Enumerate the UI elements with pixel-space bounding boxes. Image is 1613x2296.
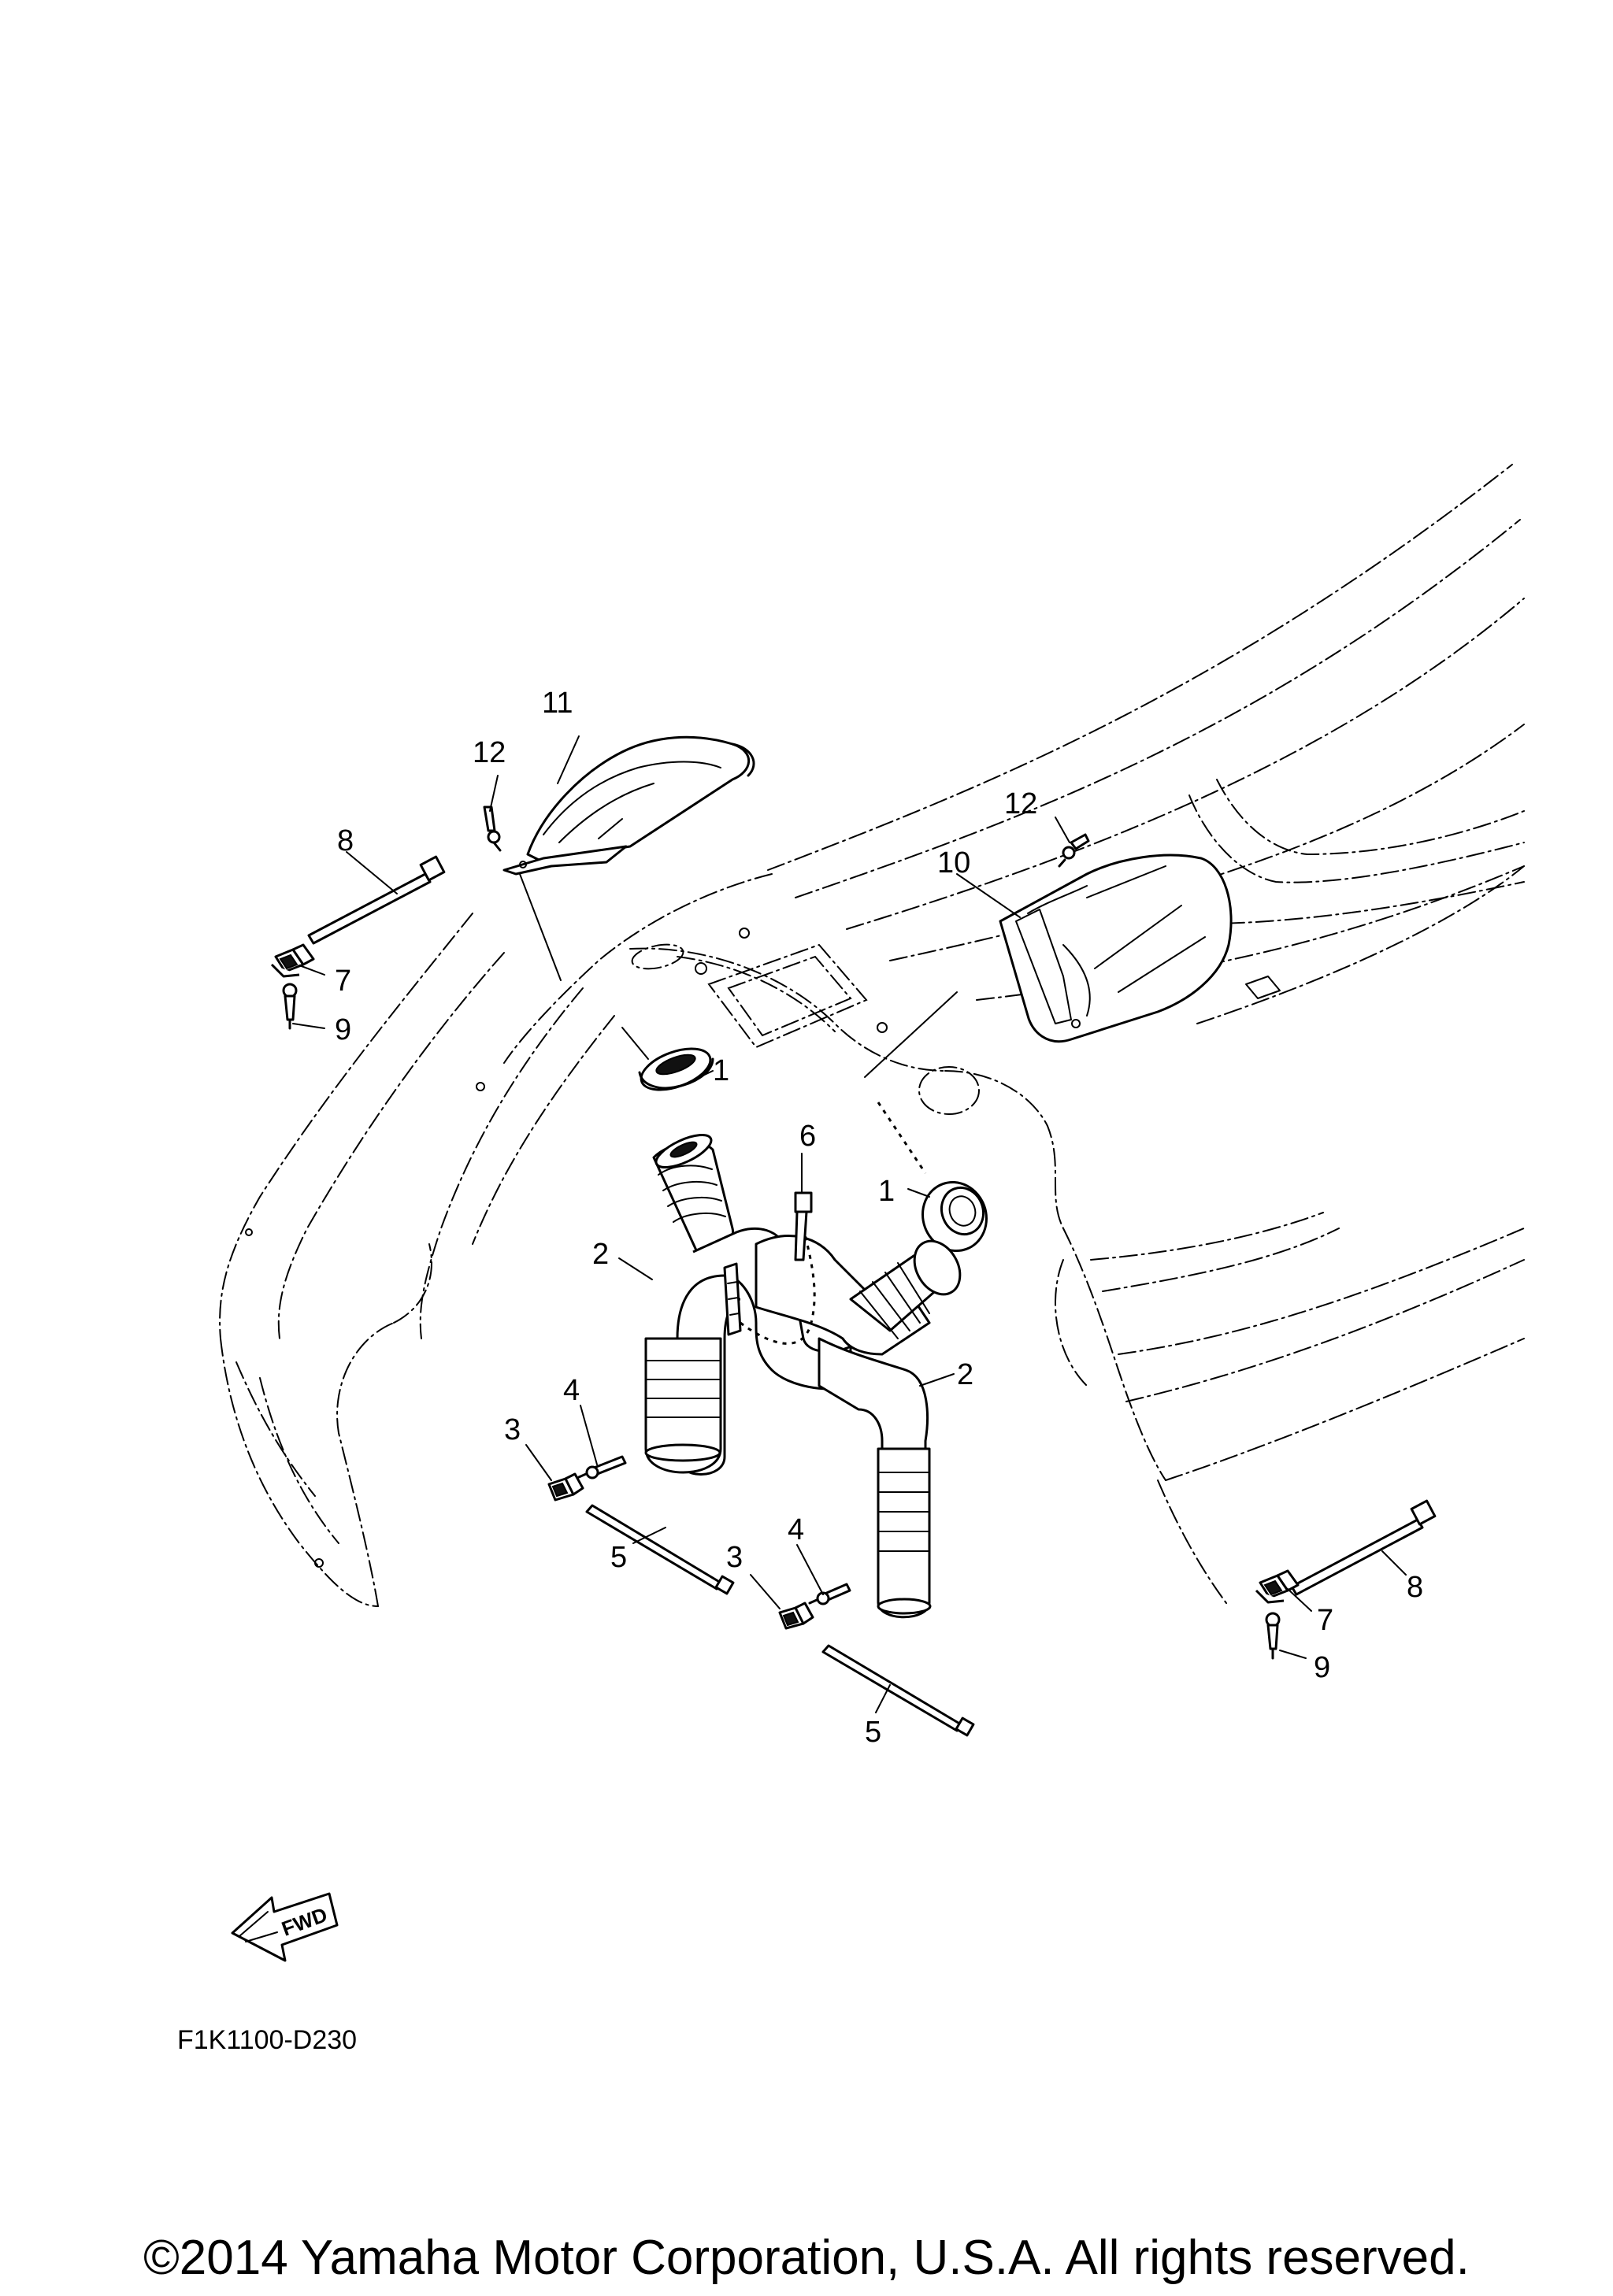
callout-5-left: 5 [610,1541,627,1574]
callout-9-left: 9 [335,1013,351,1046]
part-9-rivet-right [1265,1612,1281,1660]
callout-7-left: 7 [335,965,351,998]
part-4-rivet-center [808,1583,851,1605]
callout-1-left: 1 [713,1054,729,1087]
callout-8-right: 8 [1407,1571,1423,1604]
part-2-hose-left [644,1134,852,1476]
part-1-grommet-left [621,1027,714,1091]
drawing-code: F1K1100-D230 [177,2025,357,2055]
callout-5-center: 5 [865,1716,881,1749]
callout-9-right: 9 [1314,1651,1330,1684]
part-5-band-left [585,1504,735,1595]
part-5-band-center [821,1644,975,1737]
part-7-clip-right [1255,1569,1300,1604]
hull-outline [219,464,1525,1607]
callout-11: 11 [542,687,573,720]
callout-4-center: 4 [788,1513,804,1546]
leader-11-to-deck [519,873,562,981]
part-10-cover [999,854,1233,1043]
callout-1-right: 1 [878,1175,895,1208]
part-12-rivet-right [1058,833,1090,868]
part-12-rivet-left [483,805,502,852]
callout-12-left: 12 [473,736,506,769]
part-11-cover [502,735,755,876]
part-3-clamp-left [547,1472,584,1502]
callout-7-right: 7 [1317,1604,1333,1637]
fwd-arrow-icon: FWD [231,1892,339,1962]
leader-10-to-deck [864,991,958,1078]
part-2-hose-right [740,1228,962,1619]
callout-3-left: 3 [504,1413,521,1446]
callout-2-left: 2 [592,1238,609,1271]
part-3-clamp-center [778,1602,814,1630]
part-7-clip-left [270,943,315,978]
part-9-rivet-left [282,983,298,1030]
callout-6: 6 [799,1120,816,1153]
copyright-notice: ©2014 Yamaha Motor Corporation, U.S.A. A… [143,2231,1470,2285]
callout-leaders [292,735,1407,1713]
callout-8-left: 8 [337,824,354,857]
part-8-band-left [307,855,446,945]
callout-12-right: 12 [1004,787,1037,820]
callout-3-center: 3 [726,1541,743,1574]
part-1-grommet-right [877,1102,988,1253]
callout-2-right: 2 [957,1358,973,1391]
part-4-rivet-left [577,1455,627,1479]
callout-4-left: 4 [563,1374,580,1407]
part-8-band-right [1290,1499,1437,1596]
callout-10: 10 [937,846,970,880]
callout-labels: 11 12 12 10 8 7 9 1 6 1 2 2 4 3 5 4 3 5 … [335,687,1423,1749]
part-6-cable-tie [723,1191,813,1336]
